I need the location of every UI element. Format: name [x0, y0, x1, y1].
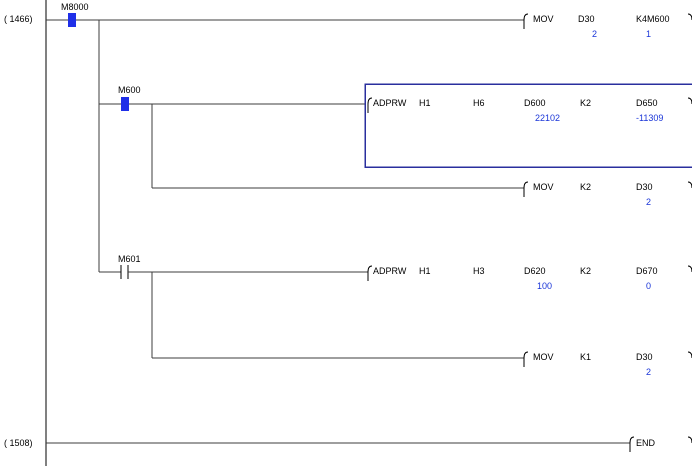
branch-m600-mov[interactable]: MOV K2 D30 2 — [152, 181, 692, 207]
step-number-1466: ( 1466) — [4, 14, 33, 24]
instruction-bracket-left — [523, 13, 529, 29]
instruction-bracket-right — [687, 13, 692, 21]
instruction-bracket-left — [629, 436, 635, 452]
contact-m601-off[interactable] — [120, 265, 129, 279]
operand-2[interactable]: H6 — [473, 98, 485, 108]
operand-4[interactable]: K2 — [580, 98, 591, 108]
operand-dst-value: 2 — [646, 367, 651, 377]
operand-dst-value: 1 — [646, 29, 651, 39]
instruction-mnemonic[interactable]: MOV — [533, 14, 554, 24]
operand-3-value: 22102 — [535, 113, 560, 123]
operand-src[interactable]: K2 — [580, 182, 591, 192]
operand-dst-value: 2 — [646, 197, 651, 207]
operand-3-value: 100 — [537, 281, 552, 291]
operand-dst[interactable]: D30 — [636, 182, 653, 192]
step-number-1508: ( 1508) — [4, 438, 33, 448]
instruction-bracket-left — [367, 97, 373, 113]
instruction-mnemonic[interactable]: ADPRW — [373, 98, 407, 108]
operand-5-value: -11309 — [636, 113, 663, 123]
branch-m601[interactable]: M601 ADPRW H1 H3 D620 K2 D670 100 0 — [99, 254, 692, 358]
instruction-bracket-right — [687, 351, 692, 359]
operand-3[interactable]: D600 — [524, 98, 546, 108]
contact-label-m601: M601 — [118, 254, 141, 264]
operand-src-value: 2 — [592, 29, 597, 39]
operand-1[interactable]: H1 — [419, 266, 431, 276]
operand-dst[interactable]: D30 — [636, 352, 653, 362]
operand-4[interactable]: K2 — [580, 266, 591, 276]
contact-label-m8000: M8000 — [61, 2, 89, 12]
instruction-bracket-right — [687, 265, 692, 273]
operand-dst[interactable]: K4M600 — [636, 14, 670, 24]
branch-m600[interactable]: M600 ADPRW H1 H6 D600 K2 D650 22102 -113… — [99, 83, 692, 188]
rung-end[interactable]: END — [46, 436, 692, 452]
instruction-mnemonic[interactable]: ADPRW — [373, 266, 407, 276]
operand-1[interactable]: H1 — [419, 98, 431, 108]
operand-2[interactable]: H3 — [473, 266, 485, 276]
instruction-bracket-left — [523, 181, 529, 197]
instruction-bracket-right — [687, 97, 692, 105]
operand-5-value: 0 — [646, 281, 651, 291]
operand-3[interactable]: D620 — [524, 266, 546, 276]
operand-5[interactable]: D650 — [636, 98, 658, 108]
operand-5[interactable]: D670 — [636, 266, 658, 276]
rung-1466[interactable]: M8000 MOV D30 K4M600 2 1 — [46, 2, 692, 39]
instruction-mnemonic[interactable]: MOV — [533, 182, 554, 192]
contact-label-m600: M600 — [118, 85, 141, 95]
operand-src[interactable]: D30 — [578, 14, 595, 24]
instruction-bracket-right — [687, 436, 692, 444]
end-instruction[interactable]: END — [636, 438, 656, 448]
instruction-bracket-left — [367, 265, 373, 281]
operand-src[interactable]: K1 — [580, 352, 591, 362]
selection-box[interactable] — [364, 83, 692, 168]
branch-m601-mov[interactable]: MOV K1 D30 2 — [152, 351, 692, 377]
instruction-bracket-left — [523, 351, 529, 367]
contact-m8000-on[interactable] — [68, 13, 76, 27]
instruction-bracket-right — [687, 181, 692, 189]
contact-m600-on[interactable] — [121, 97, 129, 111]
instruction-mnemonic[interactable]: MOV — [533, 352, 554, 362]
